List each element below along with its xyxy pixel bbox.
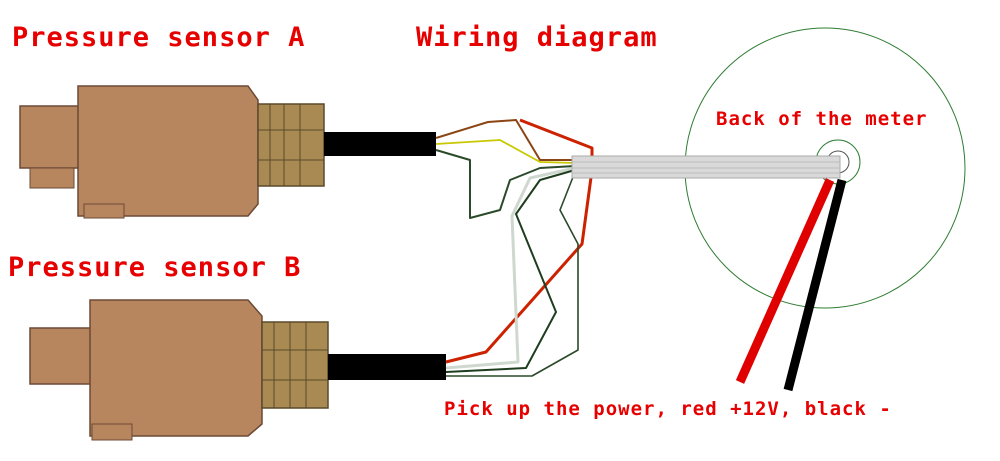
wire-green-a	[435, 149, 576, 219]
signal-wires	[435, 118, 594, 377]
wire-green-b2	[446, 171, 579, 377]
wiring-harness	[571, 155, 841, 179]
power-red-wire	[735, 178, 835, 384]
power-note-label: Pick up the power, red +12V, black -	[444, 398, 892, 420]
wire-green-b	[445, 169, 576, 373]
pressure-sensor-b	[29, 299, 446, 441]
power-black-wire	[783, 178, 847, 392]
power-leads	[735, 178, 847, 392]
pressure-sensor-a	[19, 85, 436, 219]
wire-brown-a	[435, 119, 575, 161]
wire-red-b	[445, 169, 594, 364]
diagram-title: Wiring diagram	[416, 22, 658, 53]
meter-back-label: Back of the meter	[716, 108, 928, 130]
wire-yellow-a	[435, 139, 576, 164]
sensor-a-label: Pressure sensor A	[12, 22, 306, 53]
sensor-b-label: Pressure sensor B	[8, 252, 302, 283]
wire-white-b	[445, 166, 576, 370]
